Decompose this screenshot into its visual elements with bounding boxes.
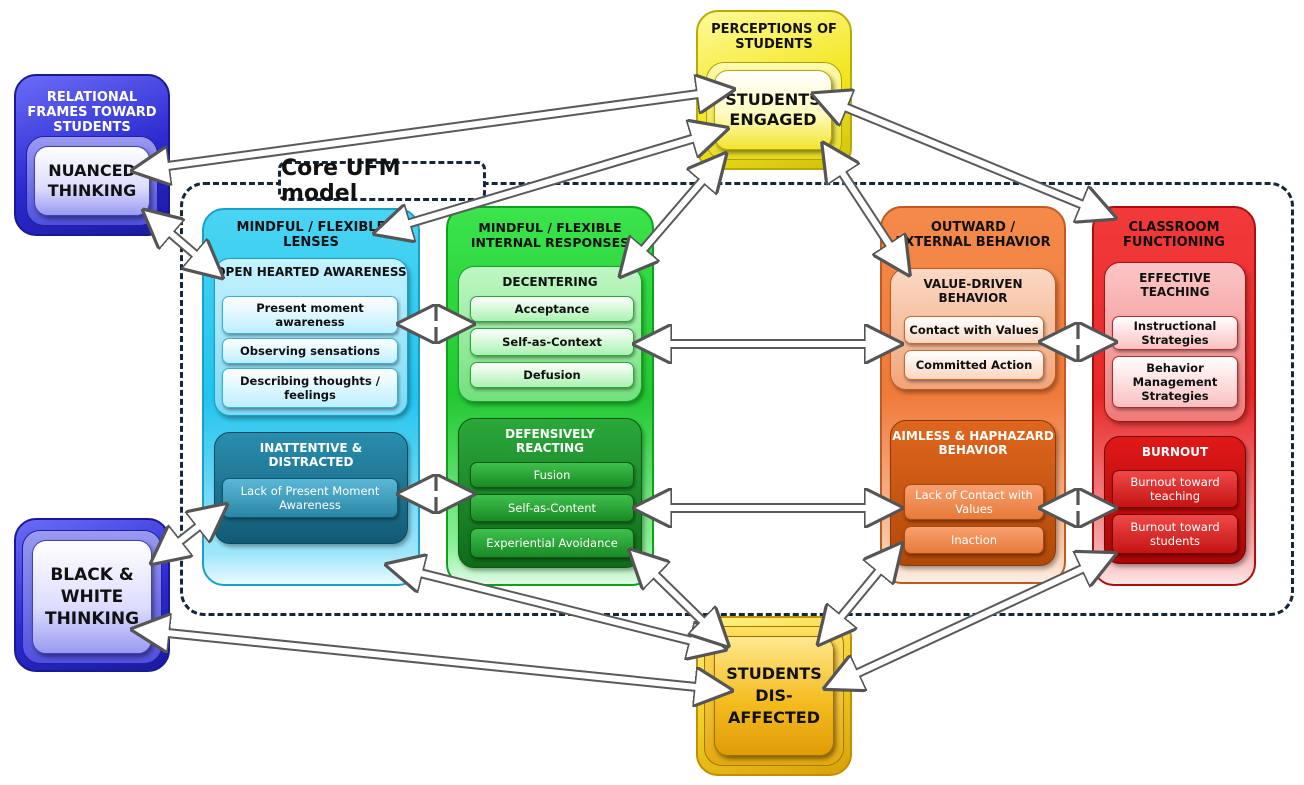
open-hearted-title: OPEN HEARTED AWARENESS [215,265,407,279]
classroom-title: CLASSROOM FUNCTIONING [1123,220,1225,250]
students-disaffected-box: STUDENTS DIS-AFFECTED [714,636,834,756]
observing-sensations-item: Observing sensations [222,338,398,364]
defensive-title: DEFENSIVELY REACTING [505,427,595,455]
aimless-title: AIMLESS & HAPHAZARD BEHAVIOR [892,429,1054,457]
students-engaged-box: STUDENTS ENGAGED [714,70,832,150]
present-moment-item: Present moment awareness [222,296,398,334]
lack-contact-values-item: Lack of Contact with Values [904,484,1044,520]
defusion-item: Defusion [470,362,634,388]
burnout-students-item: Burnout toward students [1112,514,1238,554]
behavior-title: OUTWARD / EXTERNAL BEHAVIOR [895,220,1051,250]
self-as-content-item: Self-as-Content [470,494,634,522]
perceptions-title: PERCEPTIONS OF STUDENTS [711,22,837,52]
decentering-title: DECENTERING [502,275,598,289]
experiential-avoidance-item: Experiential Avoidance [470,528,634,558]
relational-frames-title: RELATIONAL FRAMES TOWARD STUDENTS [27,90,157,135]
fusion-item: Fusion [470,462,634,488]
nuanced-thinking-box: NUANCED THINKING [34,146,150,216]
contact-with-values-item: Contact with Values [904,316,1044,344]
black-white-thinking-box: BLACK & WHITE THINKING [32,540,152,654]
burnout-teaching-item: Burnout toward teaching [1112,470,1238,508]
inattentive-title: INATTENTIVE & DISTRACTED [259,441,363,469]
value-driven-title: VALUE-DRIVEN BEHAVIOR [923,277,1023,305]
arrow-black-white-to-disaffected [138,630,726,690]
internal-title: MINDFUL / FLEXIBLE INTERNAL RESPONSES [470,220,630,250]
burnout-title: BURNOUT [1141,445,1209,459]
effective-teaching-title: EFFECTIVE TEACHING [1139,271,1211,299]
describing-thoughts-item: Describing thoughts / feelings [222,368,398,408]
self-as-context-item: Self-as-Context [470,328,634,356]
inaction-item: Inaction [904,526,1044,554]
lack-present-moment-item: Lack of Present Moment Awareness [222,478,398,518]
committed-action-item: Committed Action [904,350,1044,380]
acceptance-item: Acceptance [470,296,634,322]
behavior-management-item: Behavior Management Strategies [1112,356,1238,408]
lenses-title: MINDFUL / FLEXIBLE LENSES [236,220,386,250]
core-model-label: Core UFM model [278,156,486,206]
instructional-strategies-item: Instructional Strategies [1112,316,1238,350]
